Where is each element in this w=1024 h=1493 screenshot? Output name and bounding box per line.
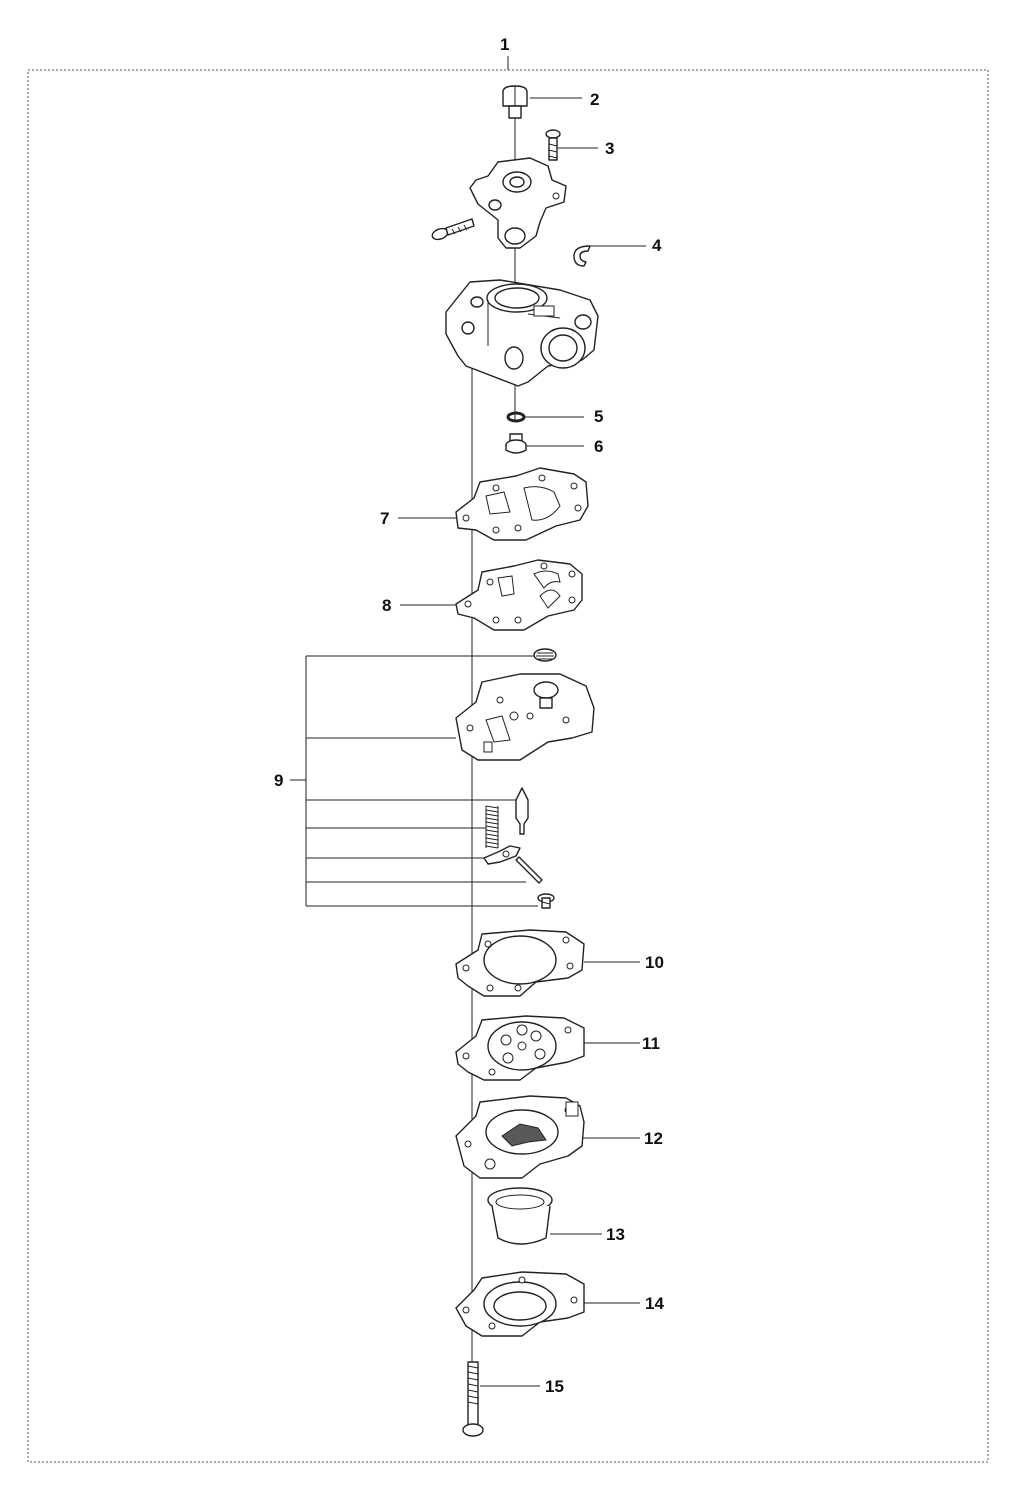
part-15-bolt[interactable] bbox=[462, 1361, 484, 1437]
part-throttle-screw[interactable] bbox=[431, 218, 475, 241]
callout-3: 3 bbox=[605, 139, 614, 158]
callout-15: 15 bbox=[545, 1377, 564, 1396]
callout-12: 12 bbox=[644, 1129, 663, 1148]
callout-5: 5 bbox=[594, 407, 603, 426]
leader-lines bbox=[398, 56, 646, 1387]
callout-14: 14 bbox=[645, 1294, 664, 1313]
callout-2: 2 bbox=[590, 90, 599, 109]
part-9-needle[interactable] bbox=[515, 787, 529, 835]
part-11-diaphragm[interactable] bbox=[455, 1015, 585, 1081]
part-3-screw[interactable] bbox=[545, 129, 561, 161]
callout-13: 13 bbox=[606, 1225, 625, 1244]
part-4-clip[interactable] bbox=[573, 245, 591, 267]
callout-9: 9 bbox=[274, 771, 283, 790]
part-14-cover[interactable] bbox=[455, 1271, 585, 1337]
part-9-metering-body[interactable] bbox=[455, 673, 595, 761]
part-13-primer-bulb[interactable] bbox=[487, 1187, 553, 1245]
callout-6: 6 bbox=[594, 437, 603, 456]
part-9-filter-screen[interactable] bbox=[533, 648, 557, 662]
part-2-adjust-screw[interactable] bbox=[502, 85, 528, 119]
part-9-bracket bbox=[290, 655, 538, 907]
callout-7: 7 bbox=[380, 509, 389, 528]
part-8-gasket[interactable] bbox=[455, 559, 583, 631]
assembly-boundary bbox=[27, 69, 989, 1463]
part-9-spring[interactable] bbox=[485, 805, 499, 849]
part-7-gasket[interactable] bbox=[455, 467, 589, 541]
callout-11: 11 bbox=[642, 1034, 660, 1053]
throttle-body-assembly[interactable] bbox=[469, 157, 567, 249]
part-9-pin[interactable] bbox=[515, 856, 543, 884]
callout-8: 8 bbox=[382, 596, 391, 615]
part-9-lever[interactable] bbox=[483, 845, 521, 865]
part-10-gasket[interactable] bbox=[455, 929, 585, 997]
callout-4: 4 bbox=[652, 236, 662, 255]
part-5-o-ring[interactable] bbox=[506, 411, 526, 423]
part-9-screw[interactable] bbox=[537, 893, 555, 909]
callout-10: 10 bbox=[645, 953, 664, 972]
callout-1: 1 bbox=[500, 35, 509, 54]
part-6-plug[interactable] bbox=[505, 433, 527, 454]
carburetor-body[interactable] bbox=[445, 279, 599, 387]
part-12-pump-cover[interactable] bbox=[455, 1095, 585, 1179]
